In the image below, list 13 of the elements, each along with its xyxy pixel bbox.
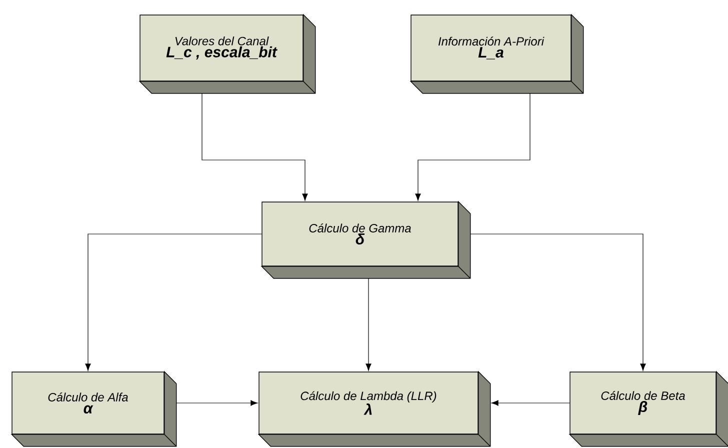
process-box: Cálculo de Alfa α	[10, 371, 177, 447]
process-box: Cálculo de Gamma δ	[260, 201, 471, 279]
arrow	[366, 278, 372, 371]
arrow	[491, 400, 570, 406]
process-box: Cálculo de Lambda (LLR) λ	[258, 371, 491, 447]
process-box: Cálculo de Beta β	[568, 371, 728, 447]
arrow	[85, 234, 262, 371]
process-box: Valores del Canal L_c , escala_bit	[138, 14, 316, 94]
arrow	[415, 93, 530, 201]
arrow	[176, 400, 258, 406]
arrow	[202, 93, 308, 201]
process-box: Información A-Priori L_a	[410, 14, 584, 94]
arrow	[470, 234, 646, 371]
